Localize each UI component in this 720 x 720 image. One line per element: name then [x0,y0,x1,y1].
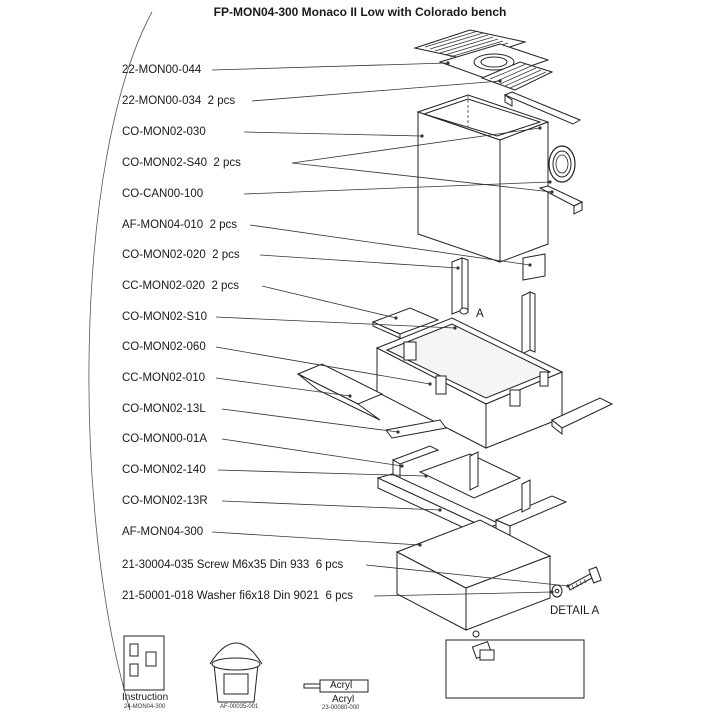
part-label-af-mon04-300: AF-MON04-300 [122,526,204,538]
bucket [209,642,263,703]
screw-washer-detail [551,566,602,598]
acryl-tag: Acryl [330,680,353,691]
part-label-washer: 21-50001-018 Washer fi6x18 Din 9021 6 pc… [122,590,354,602]
border-arc [88,11,153,711]
part-label-co-mon02-13r: CO-MON02-13R [122,495,208,507]
acryl-label: Acryl [332,694,355,705]
part-label-22-mon00-034: 22-MON00-034 2 pcs [122,95,236,107]
detail-box [445,639,585,699]
part-label-cc-mon02-010: CC-MON02-010 [122,372,206,384]
round-port [548,145,576,183]
drawing-title: FP-MON04-300 Monaco II Low with Colorado… [213,5,507,19]
part-label-co-can00-100: CO-CAN00-100 [122,188,204,200]
part-label-co-mon02-060: CO-MON02-060 [122,341,206,353]
instruction-label: Instruction [122,692,169,703]
part-label-co-mon02-030: CO-MON02-030 [122,126,206,138]
mid-brackets [451,257,536,355]
detail-clamp [471,630,495,661]
instruction-code: 24-MON04-300 [124,704,166,710]
part-label-co-mon02-s40: CO-MON02-S40 2 pcs [122,157,241,169]
part-label-co-mon00-01a: CO-MON00-01A [122,433,207,445]
strip-13l [385,419,447,439]
part-label-co-mon02-140: CO-MON02-140 [122,464,206,476]
small-panel [522,253,546,281]
vent-grille-top [413,29,554,91]
detail-ref-a: A [476,308,484,320]
part-label-screw: 21-30004-035 Screw M6x35 Din 933 6 pcs [122,559,344,571]
part-label-cc-mon02-020: CC-MON02-020 2 pcs [122,280,239,292]
part-label-co-mon02-020: CO-MON02-020 2 pcs [122,249,240,261]
side-rails [503,91,584,215]
leader-dots [348,61,570,594]
bucket-code: AF-00035-001 [220,704,259,710]
acryl-code: 23-00080-000 [322,705,360,711]
leader-lines [211,62,569,597]
base-frame [376,445,568,539]
cabinet-body [416,94,550,263]
part-label-co-mon02-13l: CO-MON02-13L [122,403,206,415]
part-label-22-mon00-044: 22-MON00-044 [122,64,202,76]
detail-a-label: DETAIL A [550,605,600,617]
acryl-tube [303,679,369,693]
base-box [395,519,552,631]
part-label-af-mon04-010: AF-MON04-010 2 pcs [122,219,238,231]
bench-frame [375,317,564,449]
part-label-co-mon02-s10: CO-MON02-S10 [122,311,207,323]
instruction-booklet [123,635,165,691]
